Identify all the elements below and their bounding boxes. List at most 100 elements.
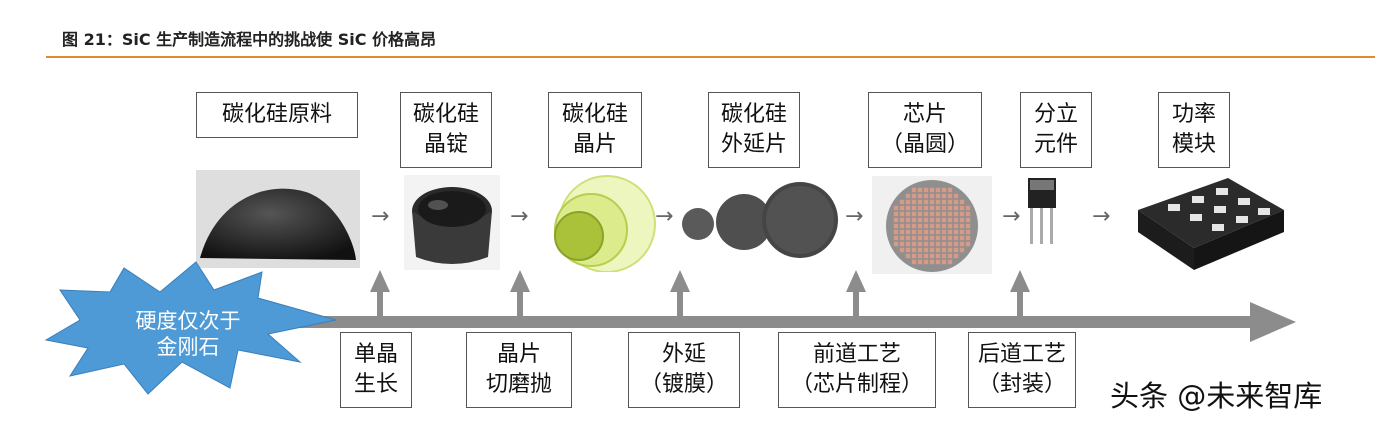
wafer-die bbox=[905, 235, 911, 241]
wafer-die bbox=[911, 205, 917, 211]
wafer-die bbox=[911, 211, 917, 217]
wafer-die bbox=[959, 223, 965, 229]
wafer-die bbox=[923, 235, 929, 241]
wafer-die bbox=[929, 205, 935, 211]
wafer-die bbox=[953, 241, 959, 247]
wafer-die bbox=[923, 211, 929, 217]
arrow-right-icon: → bbox=[1092, 204, 1111, 229]
wafer-die bbox=[959, 241, 965, 247]
wafer-die bbox=[953, 217, 959, 223]
wafer-die bbox=[911, 259, 917, 265]
wafer-die bbox=[905, 211, 911, 217]
up-arrow-icon bbox=[377, 290, 383, 318]
wafer-die bbox=[965, 205, 971, 211]
module-terminal bbox=[1168, 204, 1180, 211]
module-terminal bbox=[1214, 206, 1226, 213]
wafer-die bbox=[929, 193, 935, 199]
discrete-device-drawing bbox=[1028, 178, 1056, 244]
wafer-die bbox=[923, 223, 929, 229]
wafer-die bbox=[923, 217, 929, 223]
wafer-die bbox=[929, 259, 935, 265]
wafer-die bbox=[947, 205, 953, 211]
wafer-die bbox=[917, 211, 923, 217]
sic-powder-image bbox=[196, 170, 360, 268]
process-crystal-growth: 单晶 生长 bbox=[340, 332, 412, 408]
wafer-die bbox=[905, 229, 911, 235]
wafer-die bbox=[953, 235, 959, 241]
wafer-die bbox=[905, 247, 911, 253]
wafer-die bbox=[911, 199, 917, 205]
process-front-end: 前道工艺 （芯片制程） bbox=[778, 332, 936, 408]
wafer-die bbox=[911, 229, 917, 235]
wafer-die bbox=[929, 253, 935, 259]
wafer-die bbox=[917, 259, 923, 265]
wafer-die bbox=[935, 187, 941, 193]
label-sic-raw-material: 碳化硅原料 bbox=[196, 92, 358, 138]
wafer-die bbox=[947, 211, 953, 217]
wafer-die bbox=[923, 259, 929, 265]
wafer-die bbox=[947, 235, 953, 241]
chip-wafer-drawing bbox=[886, 180, 978, 272]
wafer-die bbox=[947, 187, 953, 193]
wafer-die bbox=[923, 247, 929, 253]
wafer-die bbox=[917, 235, 923, 241]
wafer-die bbox=[917, 223, 923, 229]
wafer-die bbox=[899, 229, 905, 235]
wafer-die bbox=[911, 217, 917, 223]
wafer-die bbox=[911, 223, 917, 229]
wafer-die bbox=[905, 205, 911, 211]
wafer-die bbox=[923, 199, 929, 205]
module-terminal bbox=[1216, 188, 1228, 195]
main-timeline-arrow bbox=[300, 316, 1250, 328]
wafer-die bbox=[917, 247, 923, 253]
arrow-right-icon: → bbox=[510, 204, 529, 229]
wafer-die bbox=[905, 253, 911, 259]
module-terminal bbox=[1236, 216, 1248, 223]
up-arrow-icon bbox=[853, 290, 859, 318]
wafer-die bbox=[911, 247, 917, 253]
wafer-die bbox=[941, 253, 947, 259]
wafer-die bbox=[899, 223, 905, 229]
wafer-die bbox=[965, 217, 971, 223]
wafer-die bbox=[953, 205, 959, 211]
wafer-die bbox=[911, 235, 917, 241]
wafer-die bbox=[893, 229, 899, 235]
wafer-die bbox=[947, 229, 953, 235]
wafer-die bbox=[947, 217, 953, 223]
challenge-burst-text: 硬度仅次于 金刚石 bbox=[135, 309, 241, 359]
wafer-die bbox=[899, 241, 905, 247]
wafer-die bbox=[917, 217, 923, 223]
wafer-die bbox=[947, 199, 953, 205]
wafer-die bbox=[935, 199, 941, 205]
wafer-die bbox=[917, 253, 923, 259]
wafer-die bbox=[941, 241, 947, 247]
wafer-die bbox=[917, 241, 923, 247]
label-sic-ingot: 碳化硅 晶锭 bbox=[400, 92, 492, 168]
wafer-die bbox=[899, 235, 905, 241]
wafer-die bbox=[935, 229, 941, 235]
wafer-die bbox=[935, 241, 941, 247]
wafer-die bbox=[953, 253, 959, 259]
wafer-die bbox=[965, 223, 971, 229]
up-arrow-icon bbox=[510, 270, 530, 292]
power-module-image bbox=[1128, 170, 1286, 276]
wafer-die bbox=[917, 193, 923, 199]
wafer-die bbox=[917, 205, 923, 211]
wafer-die bbox=[923, 187, 929, 193]
up-arrow-icon bbox=[670, 270, 690, 292]
wafer-die bbox=[941, 247, 947, 253]
wafer-die bbox=[965, 235, 971, 241]
wafer-die bbox=[917, 187, 923, 193]
wafer-die bbox=[923, 253, 929, 259]
wafer-die bbox=[911, 187, 917, 193]
wafer-die bbox=[947, 193, 953, 199]
wafer-die bbox=[893, 217, 899, 223]
wafer-die bbox=[959, 199, 965, 205]
wafer-die bbox=[929, 211, 935, 217]
wafer-die bbox=[893, 205, 899, 211]
label-chip-wafer: 芯片 （晶圆） bbox=[868, 92, 982, 168]
wafer-die bbox=[935, 217, 941, 223]
wafer-die bbox=[929, 199, 935, 205]
challenge-burst-shape bbox=[44, 261, 337, 395]
sic-ingot-drawing bbox=[412, 187, 492, 264]
